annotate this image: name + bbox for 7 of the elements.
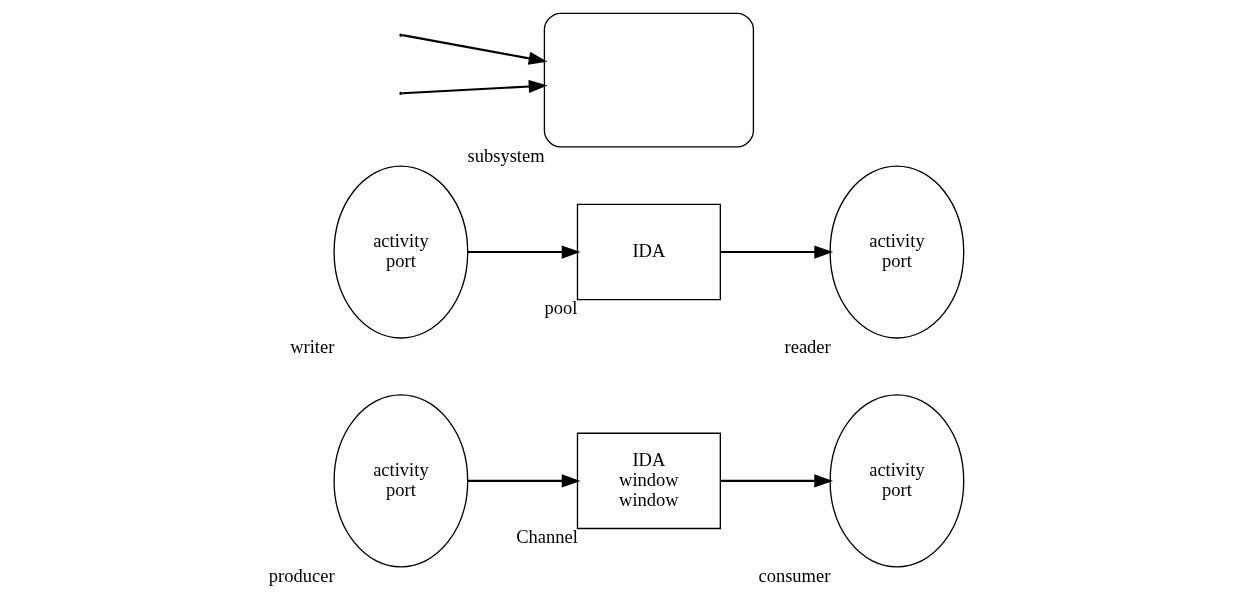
node-label: Channel [516, 527, 578, 548]
node-label: producer [268, 565, 335, 586]
node-label: pool [544, 298, 578, 319]
node-label: consumer [758, 565, 831, 586]
node-label: writer [290, 336, 335, 357]
node-label: subsystem [467, 145, 545, 166]
node-label: reader [784, 336, 831, 357]
